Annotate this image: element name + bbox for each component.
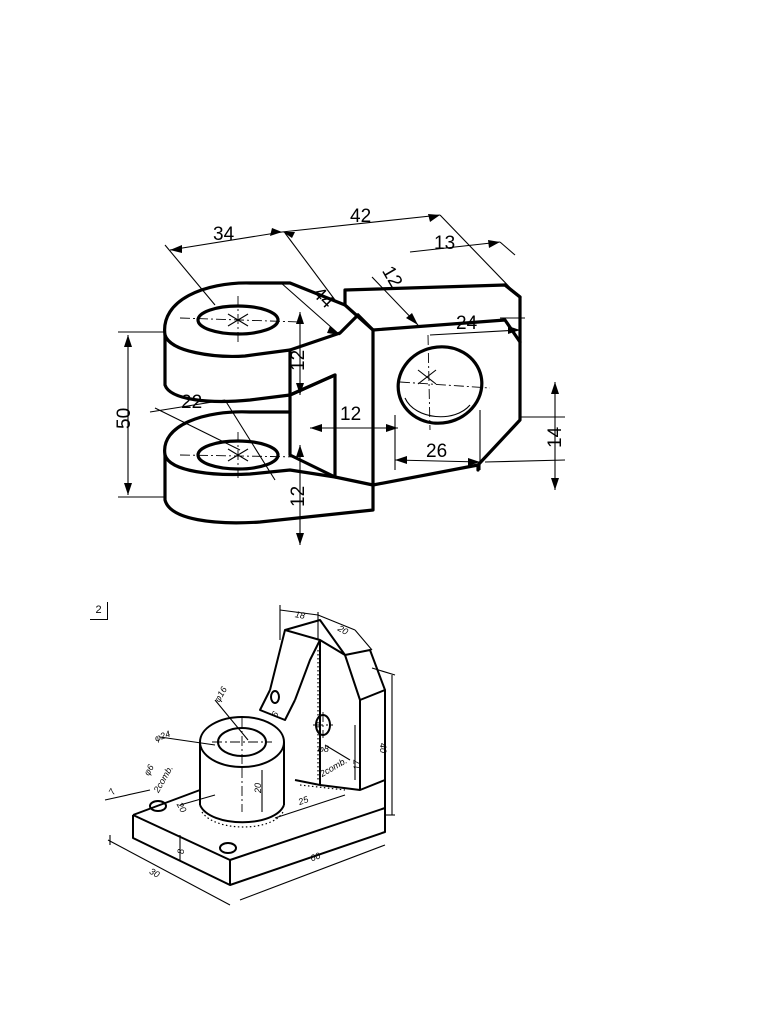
dim-26: 26 (426, 441, 447, 462)
dim-44: 44 (308, 283, 338, 313)
dim-phi8: φ8 (318, 744, 329, 754)
dim-17: 17 (352, 759, 362, 770)
dim-6: 6 (269, 710, 280, 719)
dim-40: 40 (378, 743, 388, 753)
dim-20-cylinder: 20 (253, 783, 263, 794)
dim-42: 42 (350, 206, 371, 227)
dim-18: 18 (294, 609, 306, 621)
dim-24: 24 (456, 313, 478, 334)
dim-7: 7 (107, 786, 119, 796)
figure-number-label: 2 (90, 602, 108, 620)
dim-12-bottom: 12 (288, 486, 309, 507)
dimension-labels-fig2: 18 20 φ16 6 φ24 40 17 φ8 2comb. φ6 2comb… (107, 609, 388, 879)
dim-phi6: φ6 (142, 763, 156, 777)
dim-12-mid-vertical: 12 (288, 350, 309, 371)
dim-30: 30 (148, 866, 162, 880)
dim-phi16: φ16 (212, 685, 229, 704)
centerlines-fig1 (179, 296, 491, 478)
dim-50: 50 (114, 408, 135, 429)
dim-phi24: φ24 (153, 729, 171, 744)
bracket-part (132, 619, 386, 886)
dim-20-top: 20 (335, 623, 350, 637)
dim-34: 34 (213, 224, 235, 245)
dim-13: 13 (434, 233, 455, 254)
dim-20-mid: 20 (174, 800, 188, 815)
dimension-lines-fig1 (118, 214, 566, 545)
dim-2comb-right: 2comb. (317, 755, 348, 779)
dim-25: 25 (296, 794, 311, 808)
dim-8: 8 (176, 849, 186, 854)
dim-12-horizontal: 12 (340, 404, 361, 425)
dimension-lines-fig2 (104, 605, 396, 906)
dim-60: 60 (309, 851, 322, 864)
dim-22: 22 (181, 392, 202, 413)
dim-14: 14 (545, 426, 566, 448)
